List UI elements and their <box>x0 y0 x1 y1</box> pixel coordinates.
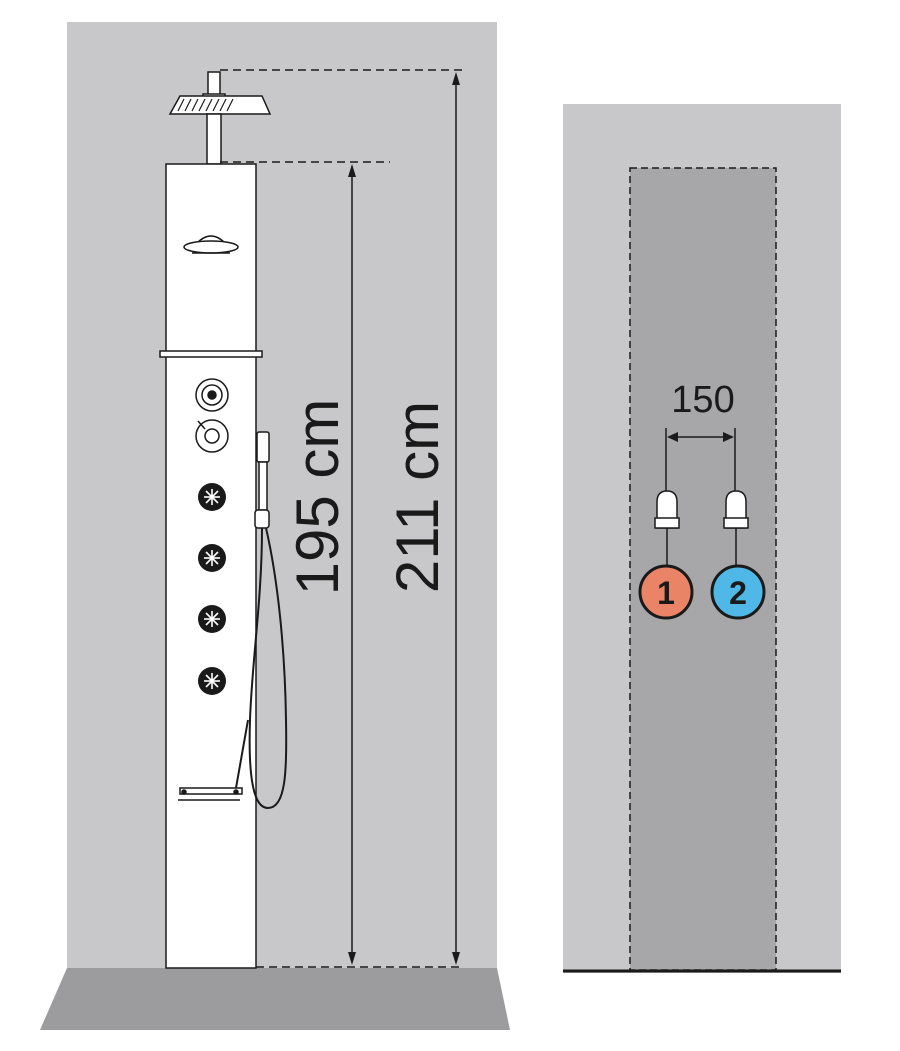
body-jet-4 <box>198 667 226 695</box>
hand-shower <box>235 431 288 810</box>
inlet-badge-2: 2 <box>710 564 766 620</box>
soap-tray <box>178 787 243 801</box>
panel-shelf <box>159 350 263 358</box>
thermostatic-control <box>195 378 229 412</box>
body-jet-3 <box>198 605 226 633</box>
floor <box>40 968 510 1030</box>
dimension-arrow-panel <box>348 164 356 965</box>
inlet-badge-1: 1 <box>638 564 694 620</box>
inlet-connector-1 <box>654 490 680 566</box>
left-wall <box>67 22 497 970</box>
inlet-number-1: 1 <box>657 575 675 611</box>
dimension-panel-height-label: 195 cm <box>284 399 351 596</box>
dimension-extension-lines <box>220 69 462 968</box>
dimension-total-height-label: 211 cm <box>384 401 451 593</box>
panel-head-shower <box>183 235 239 254</box>
body-jet-2 <box>198 544 226 572</box>
rain-shower-head <box>168 71 272 165</box>
diverter-control <box>195 419 229 453</box>
dimension-arrow-total <box>452 72 460 965</box>
inlet-spacing-arrow <box>665 428 736 492</box>
inlet-connector-2 <box>723 490 749 566</box>
inlet-spacing-label: 150 <box>671 379 734 421</box>
right-rough-in-figure: 150 1 2 <box>563 104 841 973</box>
body-jet-1 <box>198 483 226 511</box>
left-elevation-figure: 195 cm 211 cm <box>40 22 510 1030</box>
inlet-number-2: 2 <box>729 575 747 611</box>
